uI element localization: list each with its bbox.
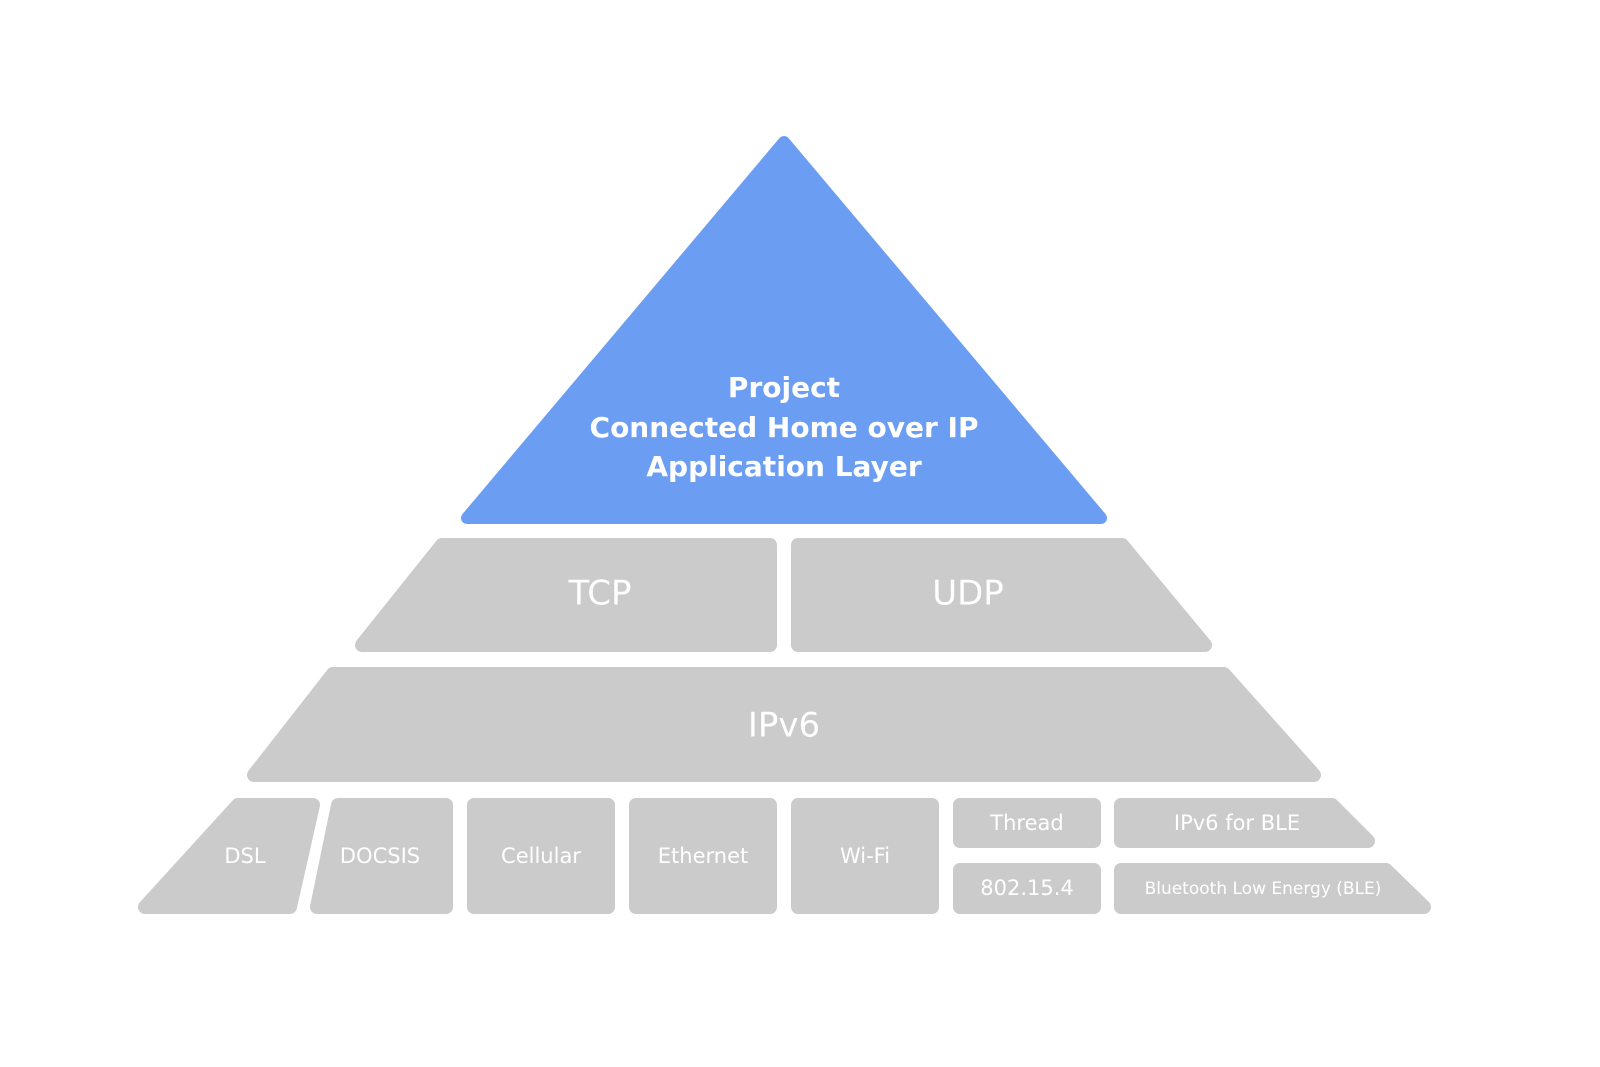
cellular-block: Cellular	[467, 798, 615, 914]
ble-block: Bluetooth Low Energy (BLE)	[1114, 863, 1431, 914]
ieee802154-label: 802.15.4	[980, 876, 1074, 900]
ipv6-for-ble-block: IPv6 for BLE	[1114, 798, 1375, 848]
ieee802154-block: 802.15.4	[953, 863, 1101, 914]
cellular-label: Cellular	[501, 844, 581, 868]
ipv6-label: IPv6	[748, 706, 820, 746]
ble-label: Bluetooth Low Energy (BLE)	[1145, 879, 1382, 899]
thread-block: Thread	[953, 798, 1101, 848]
docsis-label: DOCSIS	[340, 844, 420, 868]
application-layer-block: Project Connected Home over IP Applicati…	[461, 136, 1107, 524]
tcp-label: TCP	[567, 574, 631, 614]
application-layer-label-1: Project	[728, 371, 840, 404]
docsis-block: DOCSIS	[310, 798, 453, 914]
ipv6-for-ble-label: IPv6 for BLE	[1174, 811, 1300, 835]
dsl-block: DSL	[138, 798, 320, 914]
application-layer-label-3: Application Layer	[646, 450, 921, 483]
ipv6-block: IPv6	[247, 667, 1321, 782]
ethernet-block: Ethernet	[629, 798, 777, 914]
wifi-label: Wi-Fi	[840, 844, 890, 868]
tcp-block: TCP	[355, 538, 777, 652]
wifi-block: Wi-Fi	[791, 798, 939, 914]
dsl-label: DSL	[224, 844, 266, 868]
ethernet-label: Ethernet	[658, 844, 748, 868]
application-layer-label-2: Connected Home over IP	[590, 411, 979, 444]
udp-block: UDP	[791, 538, 1212, 652]
udp-label: UDP	[932, 574, 1004, 614]
thread-label: Thread	[989, 811, 1063, 835]
